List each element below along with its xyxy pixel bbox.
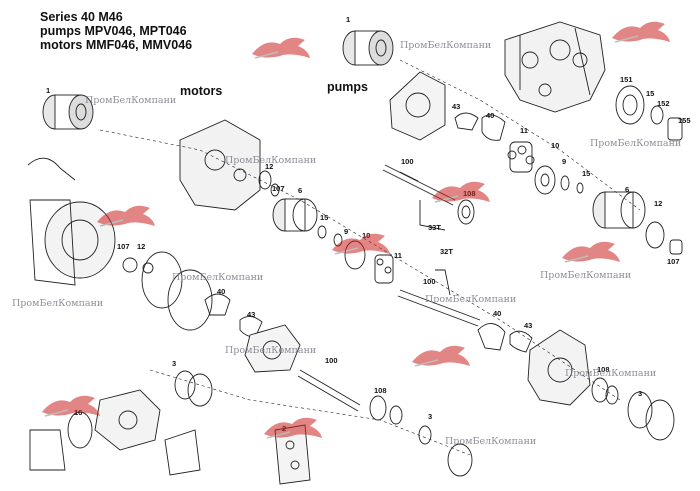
callout-label: 100 [423, 277, 436, 286]
piston-set-top [507, 141, 556, 195]
callout-label: 6 [625, 185, 630, 194]
section-label-pumps: pumps [327, 80, 368, 94]
callout-label: 107 [117, 242, 130, 251]
horse-logo-icon [332, 233, 390, 255]
callout-label: 3 [428, 412, 433, 421]
motor-bearing-1 [42, 94, 94, 130]
watermark-text: ПромБелКомпани [590, 138, 682, 149]
callout-label: 10 [551, 141, 560, 150]
pump-bearing-1 [342, 30, 394, 66]
watermark-text: ПромБелКомпани [85, 95, 177, 106]
callout-label: 1 [346, 15, 351, 24]
callout-label: 108 [374, 386, 387, 395]
callout-label: 15 [582, 169, 591, 178]
title-line-3: motors MMF046, MMV046 [40, 38, 193, 52]
callout-label: 100 [325, 356, 338, 365]
callout-label: 15 [320, 213, 329, 222]
motor-end-cap [29, 199, 116, 286]
callout-label: 40 [486, 111, 495, 120]
watermark-text: ПромБелКомпани [225, 155, 317, 166]
section-label-motors: motors [180, 84, 223, 98]
callout-label: 12 [137, 242, 146, 251]
watermark-text: ПромБелКомпани [400, 40, 492, 51]
horse-logo-icon [432, 181, 490, 203]
horse-logo-icon [97, 205, 155, 227]
callout-label: 16 [74, 408, 83, 417]
pump-cover-plate [389, 71, 446, 141]
watermark-text: ПромБелКомпани [565, 368, 657, 379]
horse-logo-icon [562, 241, 620, 263]
watermark-text: ПромБелКомпани [425, 294, 517, 305]
title-line-1: Series 40 M46 [40, 10, 123, 24]
callout-label: 9 [562, 157, 567, 166]
callout-label: 43 [524, 321, 533, 330]
watermark-text: ПромБелКомпани [225, 345, 317, 356]
callout-label: 3 [638, 389, 643, 398]
callout-label: 32T [440, 247, 453, 256]
callout-label: 33T [428, 223, 441, 232]
callout-label: 155 [678, 116, 691, 125]
callout-label: 11 [520, 126, 528, 135]
watermark-text: ПромБелКомпани [172, 272, 264, 283]
callout-label: 151 [620, 75, 633, 84]
watermark-text: ПромБелКомпани [540, 270, 632, 281]
callout-label: 15 [646, 89, 655, 98]
callout-label: 152 [657, 99, 670, 108]
callout-label: 1 [46, 86, 51, 95]
horse-logo-icon [42, 395, 100, 417]
horse-logo-icon [252, 37, 310, 59]
callout-label: 12 [654, 199, 663, 208]
title-line-2: pumps MPV046, MPT046 [40, 24, 187, 38]
motor-barrel [272, 198, 318, 232]
callout-label: 40 [493, 309, 502, 318]
callout-label: 108 [597, 365, 610, 374]
callout-label: 3 [172, 359, 177, 368]
callout-label: 6 [298, 186, 303, 195]
pump-barrel [592, 191, 646, 229]
callout-label: 107 [272, 184, 285, 193]
callout-label: 11 [394, 251, 402, 260]
callout-label: 40 [217, 287, 226, 296]
callout-label: 12 [265, 162, 274, 171]
watermark-text: ПромБелКомпани [445, 436, 537, 447]
pump-housing [504, 21, 606, 113]
watermark-text: ПромБелКомпани [12, 298, 104, 309]
callout-label: 43 [247, 310, 256, 319]
horse-logo-icon [412, 345, 470, 367]
horse-logo-icon [612, 21, 670, 43]
motor-shaft [297, 369, 361, 412]
callout-label: 107 [667, 257, 680, 266]
callout-label: 10 [362, 231, 371, 240]
callout-label: 100 [401, 157, 414, 166]
horse-logo-icon [264, 417, 322, 439]
callout-label: 43 [452, 102, 461, 111]
motor-housing [179, 119, 261, 211]
callout-label: 9 [344, 227, 349, 236]
